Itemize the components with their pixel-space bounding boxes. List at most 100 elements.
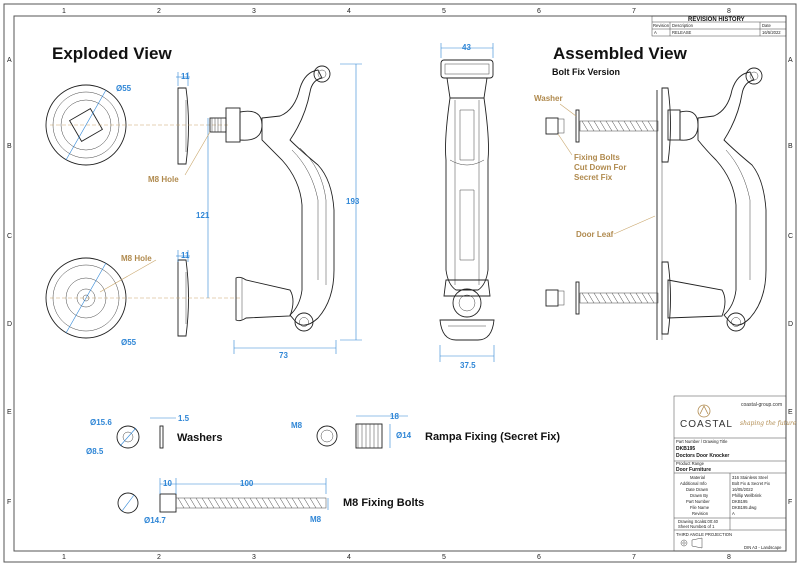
field-label-additional: Additional Info: [680, 481, 707, 486]
field-value-part-number: DKB195: [732, 499, 748, 504]
revision-row-rev: A: [654, 30, 657, 35]
callout-fixing-bolts-line1: Fixing Bolts: [574, 153, 620, 162]
field-value-file-name: DKB195.dwg: [732, 505, 757, 510]
grid-rows: A B C D E F A B C D E F: [7, 57, 793, 506]
field-value-revision: A: [732, 511, 735, 516]
grid-col-bottom: 5: [442, 554, 446, 561]
grid-row-left: A: [7, 57, 12, 64]
field-value-drawn-by: Phillip Wellbrink: [732, 493, 762, 498]
dim-rampa-diameter: Ø14: [396, 431, 412, 440]
dim-washer-thickness: 1.5: [178, 414, 190, 423]
top-rose-side: [177, 87, 189, 165]
dim-rampa-length: 18: [390, 412, 399, 421]
assembled-view-title: Assembled View: [553, 44, 688, 63]
product-range-value: Door Furniture: [676, 467, 711, 473]
grid-row-right: D: [788, 321, 793, 328]
brand-tagline: shaping the future: [740, 420, 797, 427]
dim-width-top: 43: [462, 43, 471, 52]
grid-col-bottom: 6: [537, 554, 541, 561]
dim-projection: 73: [279, 351, 288, 360]
drawing-scale-value: 1:00:40: [704, 519, 719, 524]
dim-washer-outer: Ø15.6: [90, 418, 112, 427]
callout-door-leaf: Door Leaf: [576, 230, 614, 239]
dim-washer-inner: Ø8.5: [86, 447, 104, 456]
bolts-label: M8 Fixing Bolts: [343, 497, 424, 509]
assembled-top-bolt: [545, 109, 659, 143]
part-number-label: Part Number / Drawing Title: [676, 439, 728, 444]
dim-width-bottom: 37.5: [460, 361, 476, 370]
outer-frame: [3, 3, 797, 563]
field-label-drawn-by: Drawn By: [690, 493, 709, 498]
bolt-part: [117, 492, 327, 514]
callout-fixing-bolts-line3: Secret Fix: [574, 173, 613, 182]
grid-col-top: 7: [632, 8, 636, 15]
field-label-file-name: File Name: [690, 505, 710, 510]
grid-col-top: 2: [157, 8, 161, 15]
grid-row-right: B: [788, 143, 793, 150]
grid-col-top: 1: [62, 8, 66, 15]
paper-size: DIN A3 - Landscape: [744, 545, 782, 550]
dim-rampa-thread: M8: [291, 421, 303, 430]
sheet-number-value: 1 of 1: [704, 524, 715, 529]
revision-title: REVISION HISTORY: [688, 17, 745, 23]
title-block: COASTAL coastal-group.com shaping the fu…: [673, 395, 797, 552]
brand-name: COASTAL: [680, 419, 733, 430]
dim-bolt-head-length: 10: [163, 479, 172, 488]
rampa-part: [316, 423, 383, 449]
drawing-scale-label: Drawing Scale: [678, 519, 706, 524]
field-value-material: 316 Stainless Steel: [732, 475, 768, 480]
callout-m8-hole-top: M8 Hole: [148, 175, 179, 184]
grid-row-left: D: [7, 321, 12, 328]
washer-part: [116, 425, 164, 449]
dim-bolt-length: 100: [240, 479, 254, 488]
grid-col-bottom: 7: [632, 554, 636, 561]
sheet-number-label: Sheet Number: [678, 524, 706, 529]
third-angle-projection-icon: [680, 537, 703, 549]
grid-col-bottom: 2: [157, 554, 161, 561]
grid-row-left: C: [7, 233, 12, 240]
knocker-front-view: [439, 59, 495, 341]
knocker-assembled-profile: [661, 67, 767, 335]
dim-rose-diameter-bottom: Ø55: [121, 338, 137, 347]
rampa-label: Rampa Fixing (Secret Fix): [425, 431, 560, 443]
grid-row-right: E: [788, 409, 793, 416]
exploded-view-title: Exploded View: [52, 44, 172, 63]
field-value-additional: Bolt Fix & Secret Fix: [732, 481, 771, 486]
grid-col-top: 4: [347, 8, 351, 15]
brand-url: coastal-group.com: [741, 402, 782, 408]
grid-col-bottom: 8: [727, 554, 731, 561]
inner-frame: [13, 15, 787, 552]
grid-row-right: C: [788, 233, 793, 240]
revision-header-date: Date: [762, 23, 772, 28]
revision-header-revision: Revision: [653, 23, 670, 28]
grid-row-right: F: [788, 499, 792, 506]
dim-fixing-centres: 121: [196, 211, 210, 220]
field-label-material: Material: [690, 475, 705, 480]
drawing-title-value: Doctors Door Knocker: [676, 453, 729, 459]
grid-col-bottom: 1: [62, 554, 66, 561]
revision-row-date: 16/5/2022: [762, 30, 781, 35]
field-value-date: 16/05/2022: [732, 487, 754, 492]
grid-columns: 1 2 3 4 5 6 7 8 1 2 3 4 5 6 7 8: [62, 8, 731, 561]
revision-row-desc: RELEASE: [672, 30, 692, 35]
grid-row-left: E: [7, 409, 12, 416]
grid-col-top: 3: [252, 8, 256, 15]
knocker-side-profile: [209, 65, 335, 332]
grid-col-top: 8: [727, 8, 731, 15]
dim-rose-thickness-bottom: 11: [181, 251, 190, 260]
revision-history-table: REVISION HISTORY Revision Description Da…: [651, 15, 787, 37]
grid-row-left: F: [7, 499, 11, 506]
field-label-part-number: Part Number: [686, 499, 710, 504]
grid-col-bottom: 4: [347, 554, 351, 561]
grid-col-top: 6: [537, 8, 541, 15]
dim-rose-diameter-top: Ø55: [116, 84, 132, 93]
dim-overall-height: 193: [346, 197, 360, 206]
product-range-label: Product Range: [676, 461, 705, 466]
field-label-revision: Revision: [692, 511, 709, 516]
callout-washer: Washer: [534, 94, 563, 103]
callout-fixing-bolts-line2: Cut Down For: [574, 163, 626, 172]
assembled-bottom-bolt: [545, 281, 659, 315]
washers-label: Washers: [177, 432, 222, 444]
part-number-value: DKB195: [676, 446, 695, 452]
